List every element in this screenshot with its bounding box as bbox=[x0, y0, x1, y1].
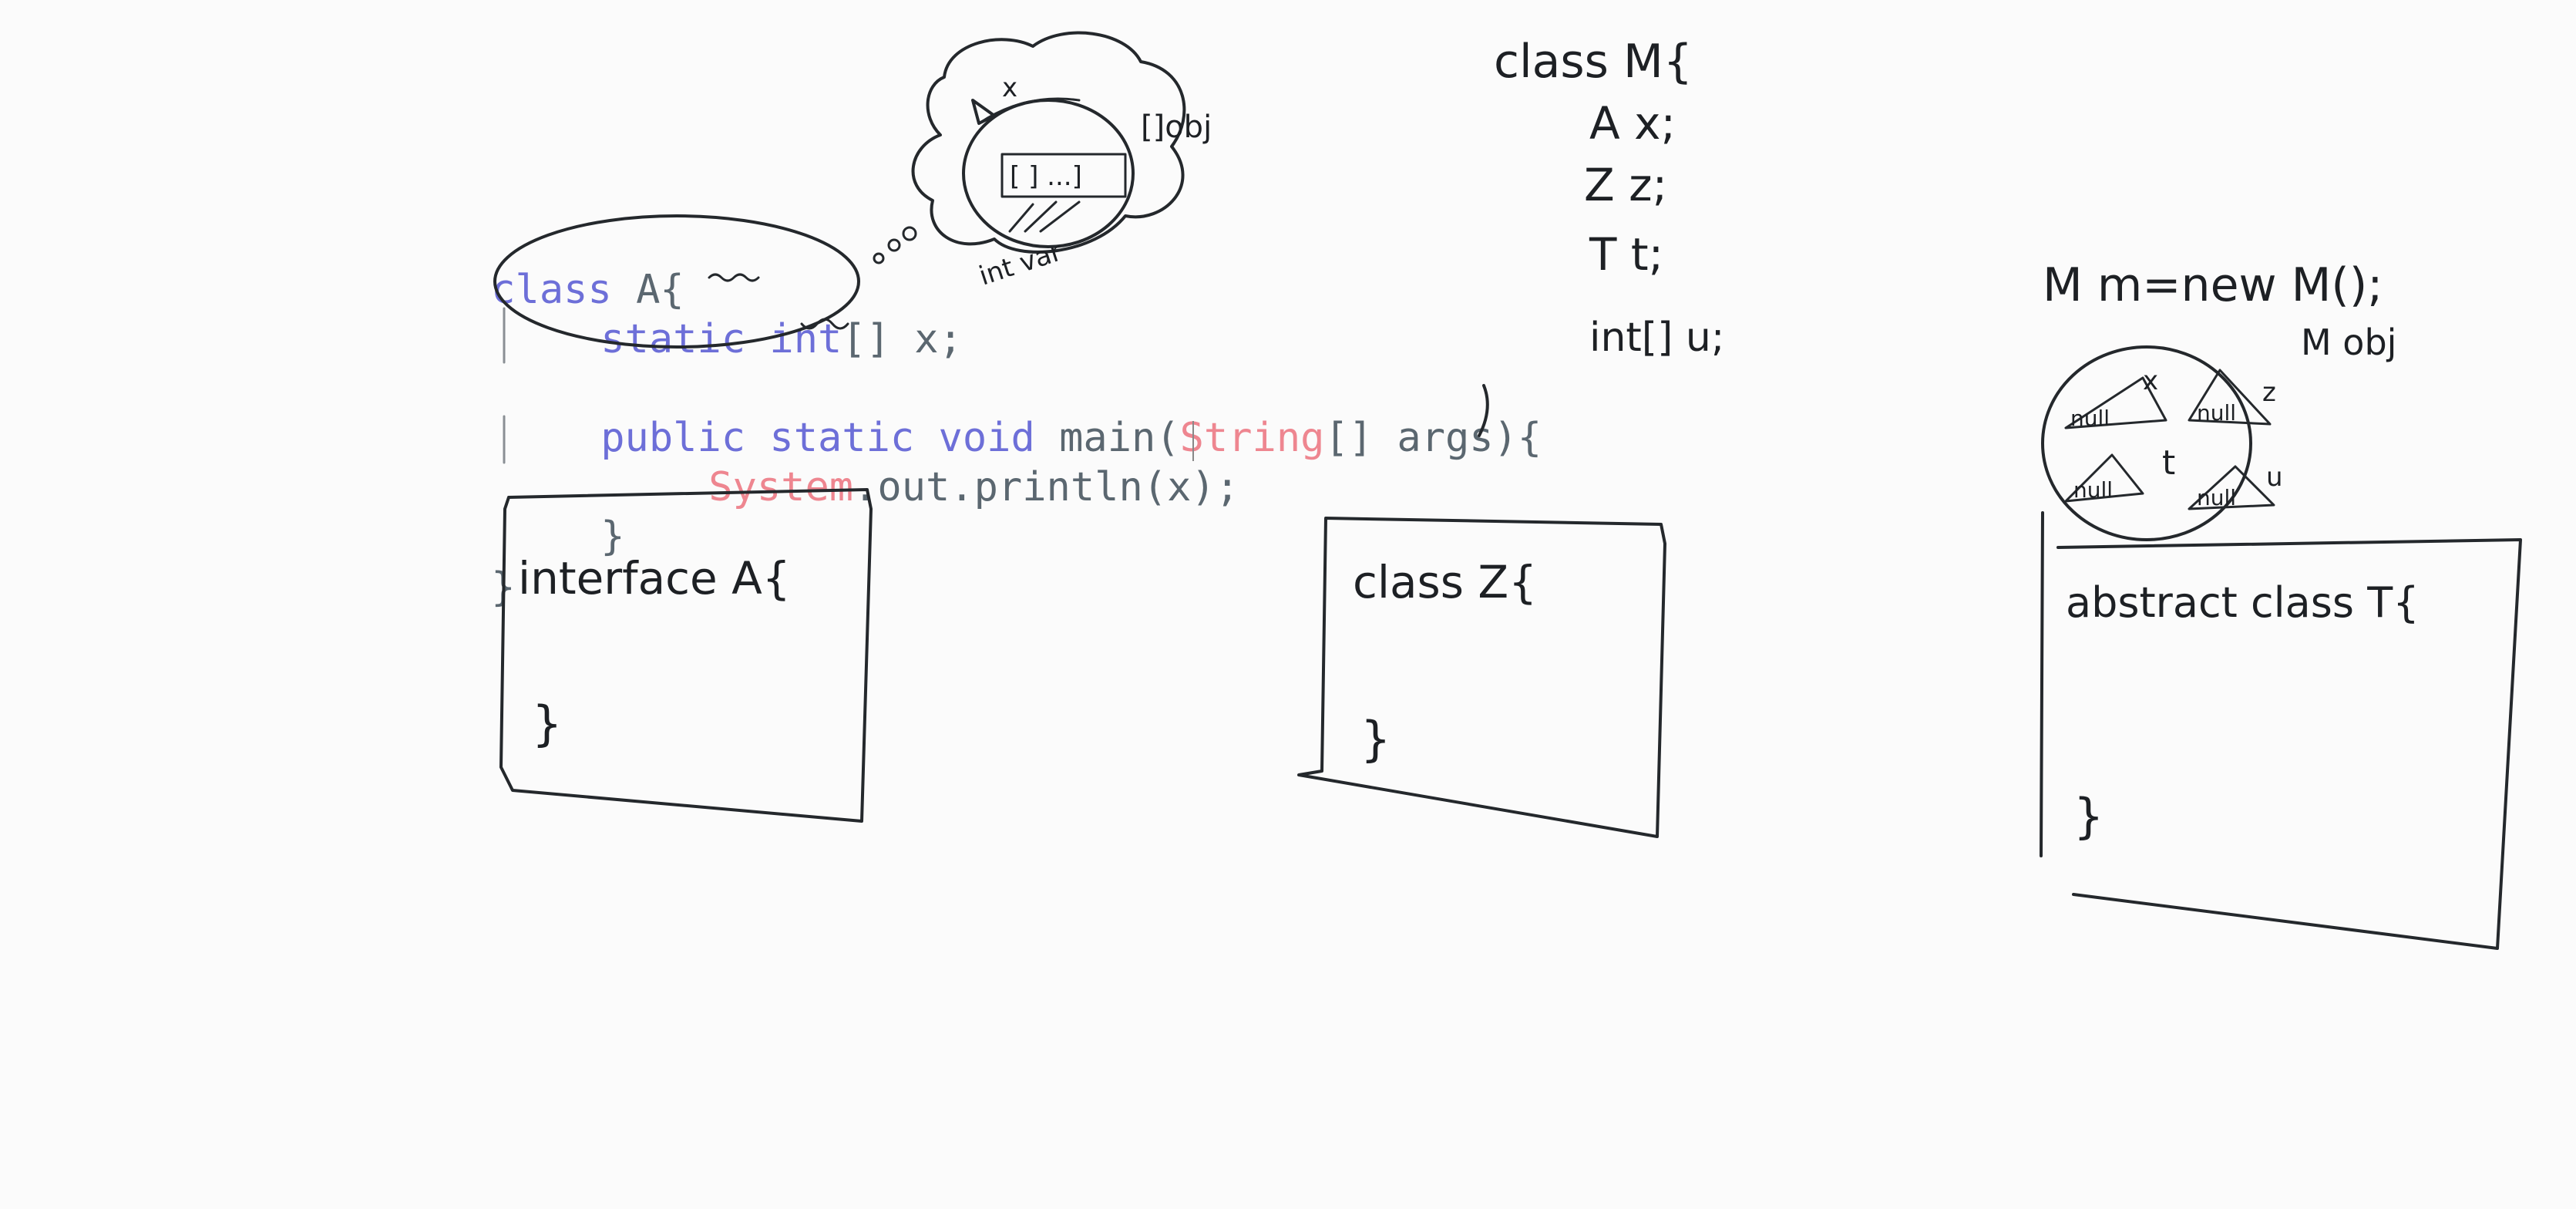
cloud-arrow bbox=[977, 97, 1081, 125]
interface-a-header: interface A{ bbox=[518, 552, 791, 604]
var-x-label: x bbox=[2143, 365, 2158, 396]
class-z-box bbox=[1297, 517, 1666, 838]
class-z-close: } bbox=[1360, 711, 1391, 767]
method-close-brace: } bbox=[600, 514, 625, 560]
var-z-label: z bbox=[2262, 377, 2276, 408]
thought-bubble-dot bbox=[873, 252, 885, 264]
thought-bubble-dot bbox=[902, 226, 917, 241]
text-caret bbox=[1192, 421, 1194, 461]
null-triangle-x bbox=[2064, 376, 2167, 429]
thought-bubble-dot bbox=[887, 238, 901, 252]
null-label-t: null bbox=[2073, 477, 2113, 503]
null-triangle-t bbox=[2064, 453, 2144, 503]
keyword-class: class bbox=[491, 267, 612, 313]
null-label-z: null bbox=[2197, 400, 2236, 426]
args-mark bbox=[1478, 384, 1489, 437]
cloud-intvar-label: int var bbox=[975, 236, 1065, 291]
cloud-inner-ellipse bbox=[962, 99, 1135, 248]
keyword-void: void bbox=[938, 415, 1035, 461]
interface-a-box bbox=[499, 488, 873, 823]
null-triangle-z bbox=[2188, 369, 2272, 426]
cloud-obj-label: []obj bbox=[1141, 109, 1212, 145]
thought-cloud bbox=[911, 31, 1186, 254]
cloud-pointer-arrows bbox=[1008, 200, 1081, 233]
class-m-header: class M{ bbox=[1494, 35, 1693, 89]
code-line-class-a: class A{ bbox=[395, 216, 684, 364]
keyword-public: public bbox=[600, 415, 746, 461]
class-a-name: A{ bbox=[611, 267, 684, 313]
println-call: .out.println(x); bbox=[853, 464, 1239, 510]
type-string: String bbox=[1179, 415, 1325, 461]
field-decl: [] x; bbox=[842, 316, 963, 362]
code-line-println: System.out.println(x); bbox=[612, 413, 1239, 561]
method-params: [] args){ bbox=[1324, 415, 1542, 461]
keyword-static: static bbox=[600, 316, 746, 362]
abstract-t-header: abstract class T{ bbox=[2066, 578, 2420, 627]
var-u-label: u bbox=[2266, 462, 2283, 493]
null-label-u: null bbox=[2197, 485, 2236, 510]
cloud-x-label: x bbox=[1002, 72, 1017, 103]
type-system: System bbox=[708, 464, 854, 510]
cloud-array-text: [ ] ...] bbox=[1010, 161, 1082, 192]
abstract-t-box bbox=[2040, 511, 2522, 950]
keyword-int: int bbox=[769, 316, 842, 362]
m-new-statement: M m=new M(); bbox=[2043, 258, 2383, 312]
code-line-static-field: static int[] x; bbox=[504, 265, 963, 413]
squiggle-underline bbox=[708, 273, 760, 282]
class-m-field-t: T t; bbox=[1589, 228, 1663, 281]
class-m-field-z: Z z; bbox=[1584, 159, 1667, 211]
class-m-field-a: A x; bbox=[1589, 97, 1676, 150]
m-obj-label: M obj bbox=[2301, 322, 2396, 363]
class-z-header: class Z{ bbox=[1353, 556, 1537, 608]
null-triangle-u bbox=[2188, 465, 2275, 510]
squiggle-mark bbox=[800, 318, 849, 330]
code-line-main-signature: public static void main(String[] args){ bbox=[504, 364, 1542, 512]
method-main-name: main( bbox=[1034, 415, 1180, 461]
m-object-ellipse bbox=[2041, 345, 2252, 541]
keyword-static-main: static bbox=[769, 415, 915, 461]
field-ellipse bbox=[493, 214, 860, 349]
cloud-array-box bbox=[1000, 153, 1127, 198]
abstract-t-close: } bbox=[2073, 788, 2104, 844]
class-m-field-u: int[] u; bbox=[1589, 315, 1724, 361]
code-line-method-close: } bbox=[504, 463, 625, 611]
interface-a-close: } bbox=[532, 695, 562, 752]
var-t-label: t bbox=[2162, 443, 2175, 483]
null-label-x: null bbox=[2070, 406, 2110, 431]
